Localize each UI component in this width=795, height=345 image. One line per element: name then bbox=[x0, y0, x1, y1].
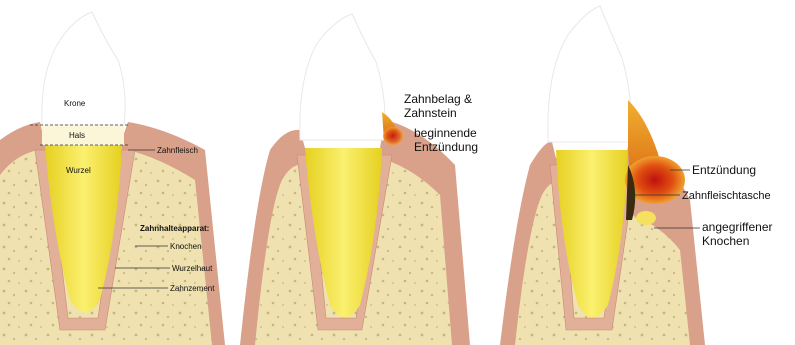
label-inflammation-1: beginnende bbox=[414, 126, 477, 140]
label-crown: Krone bbox=[64, 99, 86, 108]
label-pocket: Zahnfleischtasche bbox=[682, 190, 771, 202]
label-bone: Knochen bbox=[170, 242, 202, 251]
panel-advanced: Entzündung Zahnfleischtasche angegriffen… bbox=[500, 6, 773, 345]
label-root-membrane: Wurzelhaut bbox=[172, 264, 213, 273]
label-inflammation-2: Entzündung bbox=[414, 140, 478, 154]
label-cementum: Zahnzement bbox=[170, 284, 215, 293]
label-apparatus-title: Zahnhalteapparat: bbox=[140, 224, 209, 233]
tooth-crown bbox=[300, 14, 385, 140]
label-gum: Zahnfleisch bbox=[157, 146, 198, 155]
attacked-bone bbox=[636, 211, 656, 225]
label-root: Wurzel bbox=[66, 166, 91, 175]
label-bone-1: angegriffener bbox=[702, 220, 773, 234]
tooth-crown bbox=[42, 12, 125, 125]
tooth-crown bbox=[548, 6, 631, 142]
label-bone-2: Knochen bbox=[702, 234, 749, 248]
label-plaque-1: Zahnbelag & bbox=[404, 92, 472, 106]
label-neck: Hals bbox=[69, 131, 85, 140]
early-inflammation bbox=[383, 127, 403, 145]
label-plaque-2: Zahnstein bbox=[404, 106, 457, 120]
label-inflammation: Entzündung bbox=[692, 163, 756, 177]
panel-healthy: Krone Hals Wurzel Zahnfleisch Zahnhaltea… bbox=[0, 12, 225, 345]
panel-beginning: Zahnbelag & Zahnstein beginnende Entzünd… bbox=[240, 14, 478, 345]
